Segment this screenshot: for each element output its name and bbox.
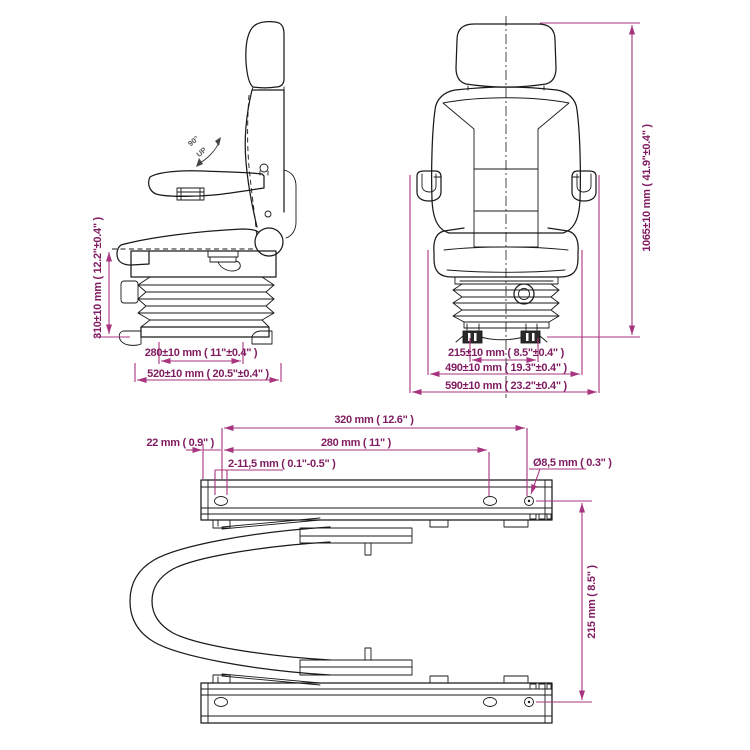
rotation-direction-label: UP [195,145,209,159]
height-adjust-handle [120,280,139,304]
dim-rail-hole-span-label: 320 mm ( 12.6" ) [334,414,414,426]
armrest-front-right [571,170,597,202]
u-bracket [129,526,331,676]
dim-front-total-width: 590±10 mm ( 23.2"±0.4" ) [409,175,600,395]
dim-side-mount-width: 280±10 mm ( 11"±0.4" ) [145,342,258,364]
dim-rail-hole-pitch-label: 280 mm ( 11" ) [321,437,392,449]
top-rail [200,479,553,521]
rail-round-hole-bottom [524,697,534,707]
rotation-angle-label: 90° [186,134,200,148]
dim-rail-end-offset-label: 22 mm ( 0.9" ) [146,437,214,449]
dim-front-seat-width: 490±10 mm ( 19.3"±0.4" ) [427,250,583,377]
suspension-bellows-front [452,276,560,329]
seat-front-view: 1065±10 mm ( 41.9"±0.4" ) 215±10 mm ( 8.… [409,16,653,398]
seat-pan-side [112,248,277,278]
dim-front-total-height-label: 1065±10 mm ( 41.9"±0.4" ) [641,124,653,252]
suspension-bellows-side [120,276,275,328]
dim-rail-slot-holes-label: 2-11,5 mm ( 0.1"-0.5" ) [228,458,336,470]
dim-side-height: 310±10 mm ( 12.2"±0.4" ) [92,217,130,339]
dim-side-height-label: 310±10 mm ( 12.2"±0.4" ) [92,217,104,339]
dim-front-total-height: 1065±10 mm ( 41.9"±0.4" ) [540,22,653,338]
backrest-front [431,86,581,248]
dim-rail-hole-diameter: Ø8,5 mm ( 0.3" ) [529,457,613,495]
headrest-side [245,21,285,91]
rail-round-hole [524,496,534,506]
suspension-knob [513,283,535,305]
armrest-rotation-annotation: 90° UP [186,134,221,167]
dim-rail-hole-diameter-label: Ø8,5 mm ( 0.3" ) [533,457,612,469]
dim-rail-hole-span: 320 mm ( 12.6" ) [221,414,528,496]
rail-slot-hole-left [214,496,228,506]
armrest-side [148,163,269,201]
dim-rail-slot-holes: 2-11,5 mm ( 0.1"-0.5" ) [214,458,336,495]
dim-rail-hole-pitch: 280 mm ( 11" ) [224,437,490,496]
dim-front-seat-width-label: 490±10 mm ( 19.3"±0.4" ) [445,362,567,374]
dim-rail-spacing: 215 mm ( 8.5" ) [536,500,598,703]
rail-slot-hole-right [483,496,497,506]
recline-pivot-circle [254,227,284,257]
dim-rail-spacing-label: 215 mm ( 8.5" ) [586,565,598,639]
backrest-side [244,89,297,239]
dim-rail-end-offset: 22 mm ( 0.9" ) [146,437,221,479]
dim-side-depth: 520±10 mm ( 20.5"±0.4" ) [134,363,282,383]
rail-slot-hole-right-bottom [483,697,497,707]
seat-cushion-front [433,227,579,278]
seat-cushion-side [116,227,284,266]
rail-slot-hole-left-bottom [214,697,228,707]
bottom-rail [200,682,553,724]
base-side [118,326,273,346]
dim-front-total-width-label: 590±10 mm ( 23.2"±0.4" ) [445,380,567,392]
rail-assembly-view: 320 mm ( 12.6" ) 22 mm ( 0.9" ) 280 mm (… [129,414,613,724]
dim-front-feet-width: 215±10 mm ( 8.5"±0.4" ) [448,338,565,363]
top-slider-mechanism [212,517,529,556]
dim-side-depth-label: 520±10 mm ( 20.5"±0.4" ) [147,368,269,380]
seat-side-view: 90° UP 310±10 mm ( 12 [92,21,297,383]
armrest-front-left [416,170,442,202]
mounting-feet-front [455,323,548,344]
dim-side-mount-width-label: 280±10 mm ( 11"±0.4" ) [145,347,258,359]
dim-front-feet-width-label: 215±10 mm ( 8.5"±0.4" ) [448,347,565,359]
